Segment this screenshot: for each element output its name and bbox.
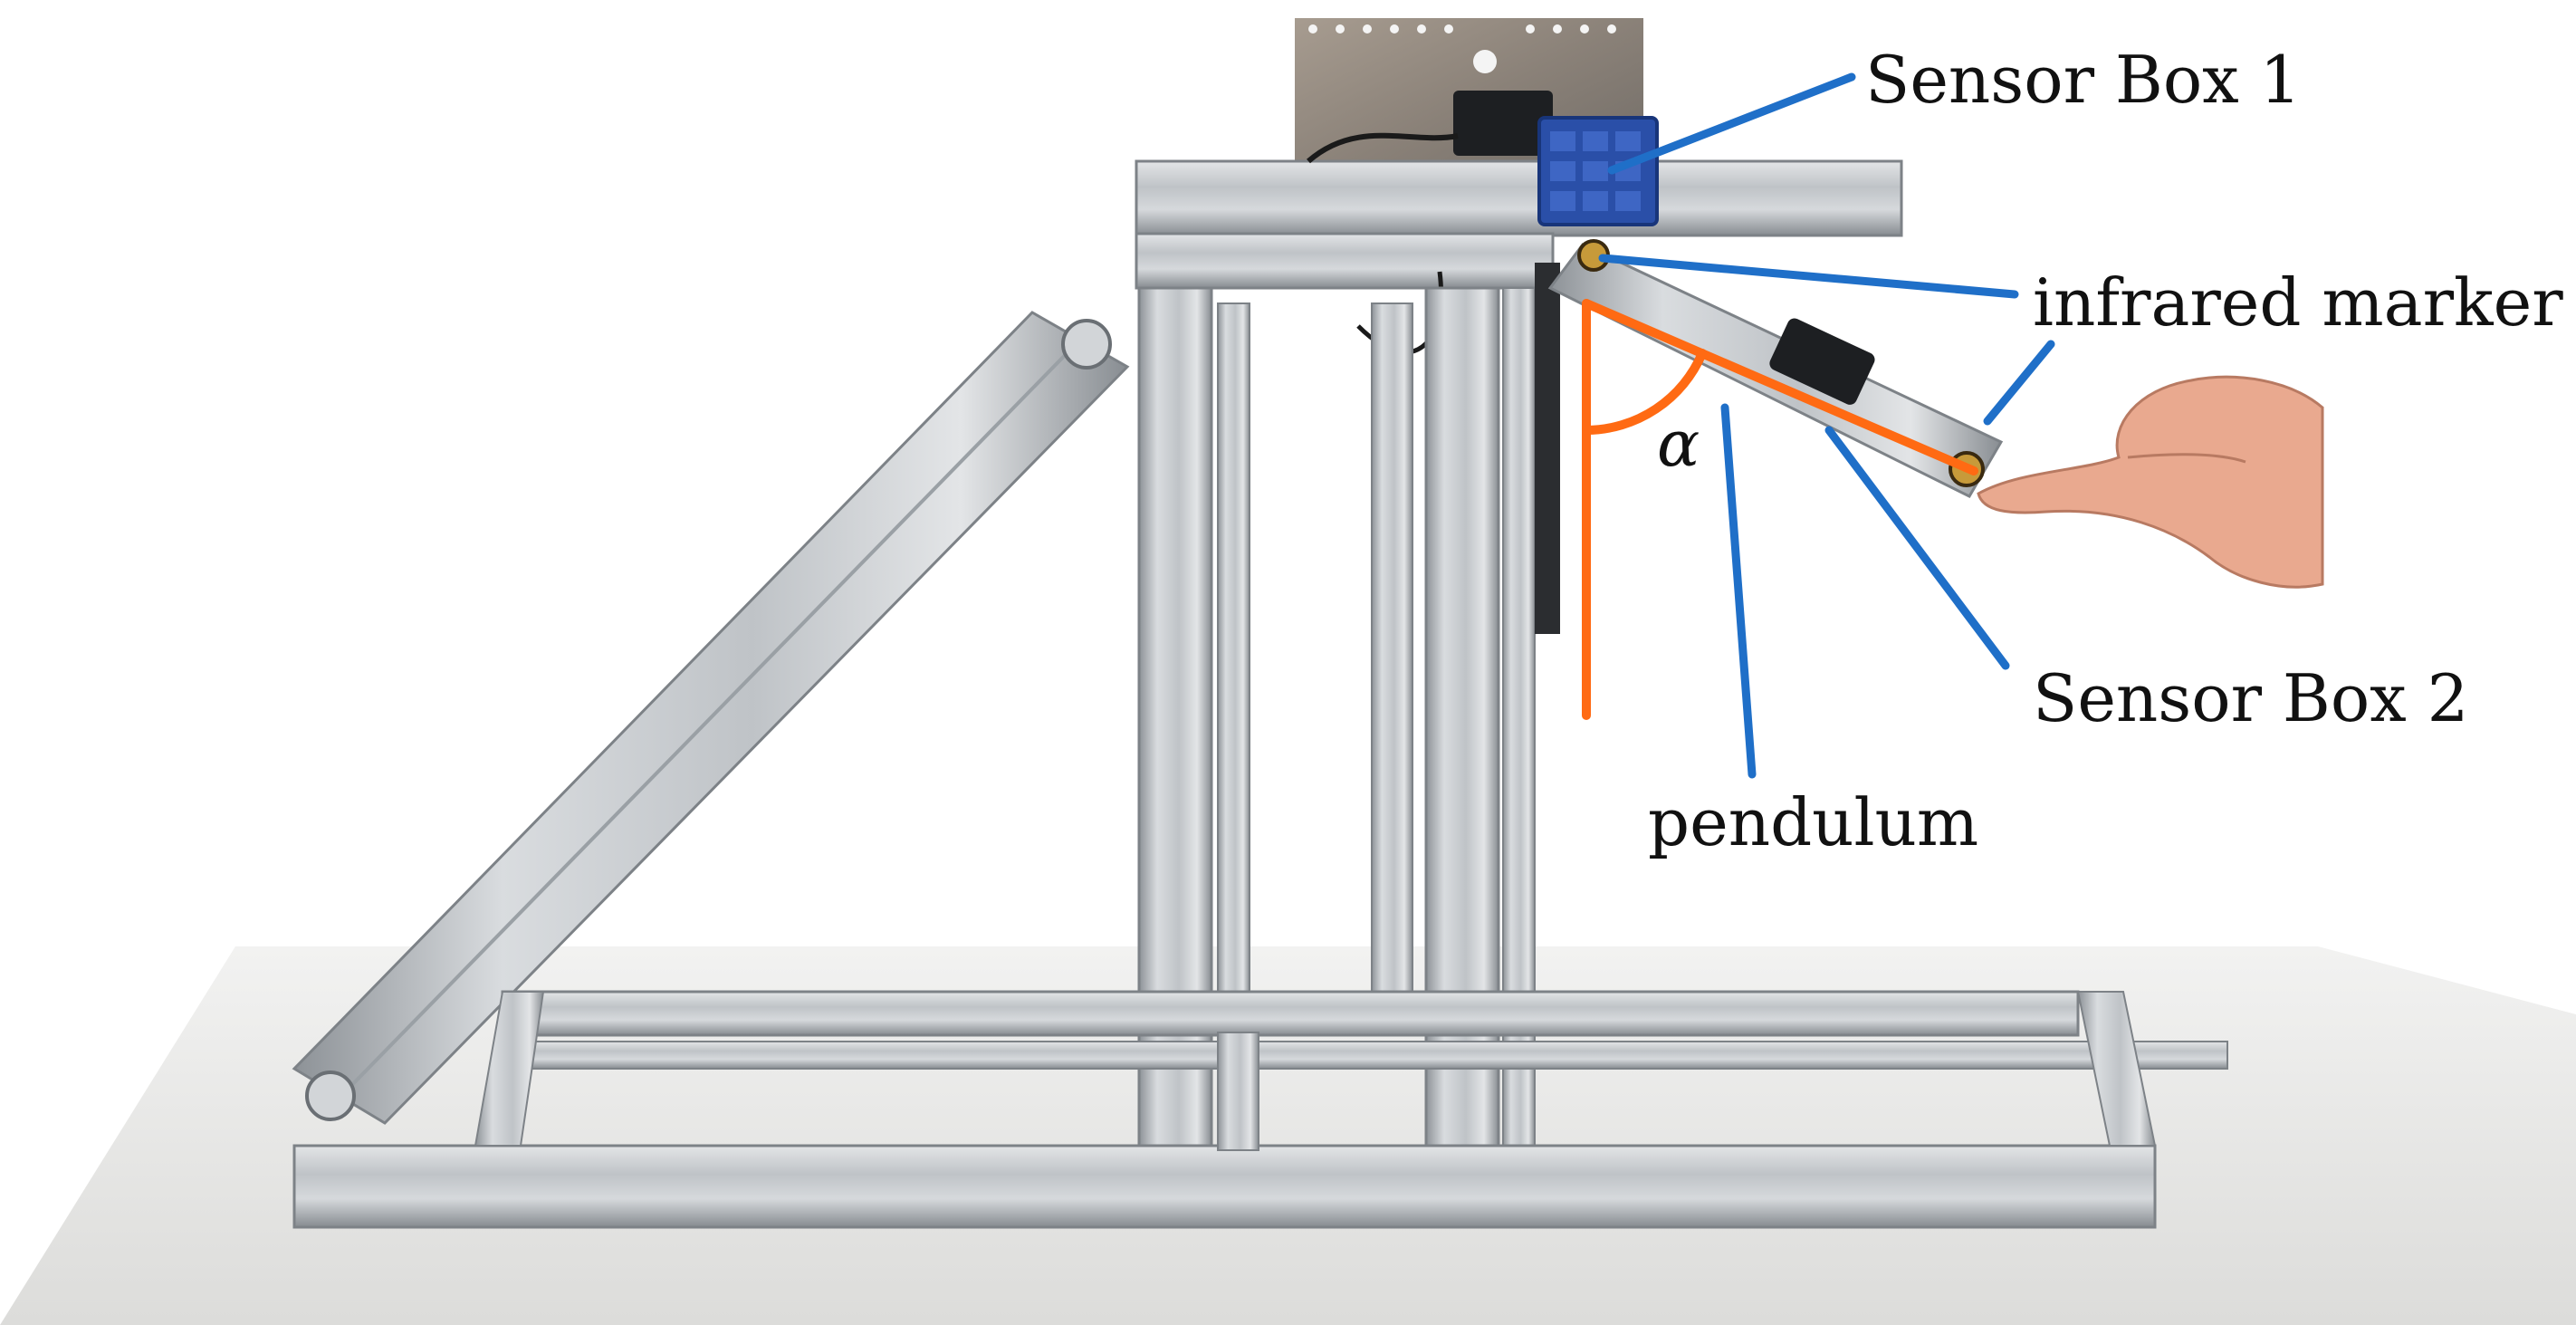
angle-alpha-label: α bbox=[1657, 407, 1700, 481]
brace-top-joint bbox=[1061, 319, 1112, 370]
sensor-box-2-label: Sensor Box 2 bbox=[2033, 660, 2469, 736]
top-frame-front bbox=[1135, 232, 1555, 290]
base-mid-rail bbox=[506, 1041, 2228, 1070]
cable bbox=[1307, 132, 1459, 164]
base-left-rail bbox=[474, 991, 545, 1147]
callout-lines bbox=[1598, 72, 2055, 779]
brace-bottom-joint bbox=[305, 1071, 356, 1121]
electronics-module bbox=[1453, 91, 1553, 156]
sensor-box-2 bbox=[1769, 318, 1875, 405]
callout-infrared-pivot bbox=[1598, 254, 2019, 299]
sensor-box-1-label: Sensor Box 1 bbox=[1865, 42, 2302, 118]
base-cross-rail bbox=[1217, 1032, 1259, 1151]
infrared-marker-label: infrared marker bbox=[2033, 264, 2563, 341]
callout-infrared-tip bbox=[1983, 340, 2055, 426]
callout-sensor-box-1 bbox=[1607, 72, 1856, 175]
top-frame-bar bbox=[1135, 159, 1903, 237]
back-panel bbox=[1535, 263, 1560, 634]
callout-sensor-box-2 bbox=[1824, 426, 2010, 670]
base-rear-rail bbox=[501, 990, 2080, 1037]
hand bbox=[1977, 375, 2324, 589]
callout-pendulum bbox=[1720, 403, 1757, 779]
frame-post-3 bbox=[1371, 302, 1413, 1011]
sensor-box-1-grid bbox=[1550, 131, 1641, 211]
angle-marker bbox=[1582, 299, 1978, 720]
pendulum-label: pendulum bbox=[1648, 784, 1979, 860]
base-right-rail bbox=[2076, 991, 2157, 1147]
mounting-plate-holes bbox=[1308, 24, 1616, 73]
base-front-rail bbox=[292, 1144, 2157, 1229]
